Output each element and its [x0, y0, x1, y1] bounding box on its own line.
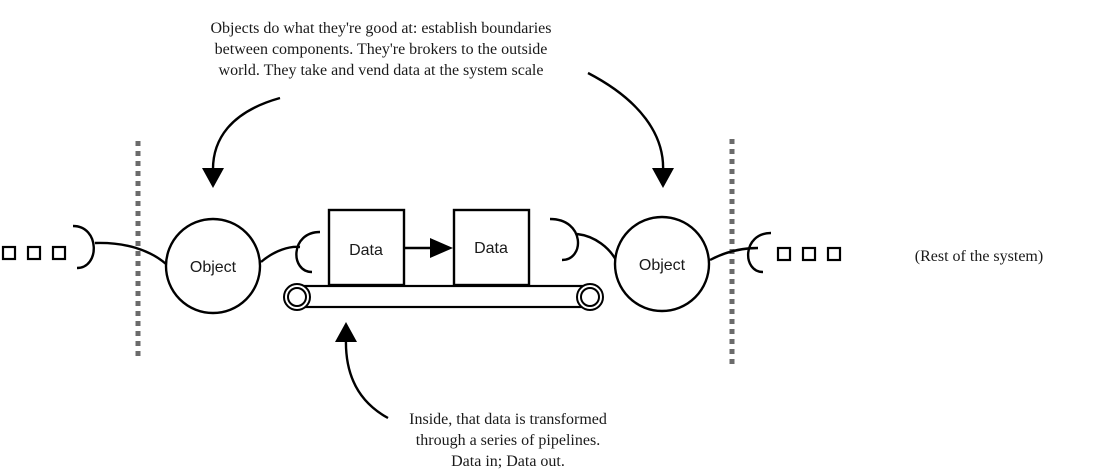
boundary-dot: [135, 191, 141, 196]
boundary-dot: [135, 201, 141, 206]
boundary-dot: [729, 309, 735, 314]
boundary-dot: [135, 351, 141, 356]
boundary-dot: [729, 259, 735, 264]
left-socket: [72, 224, 95, 270]
conveyor-roller-right-inner: [580, 287, 600, 307]
boundary-dot: [135, 221, 141, 226]
left-callout-arrow: [202, 96, 281, 188]
top-annotation: Objects do what they're good at: establi…: [210, 20, 551, 79]
boundary-dot: [135, 281, 141, 286]
transform-arrow: [404, 238, 453, 258]
boundary-dot: [729, 279, 735, 284]
boundary-dot: [729, 359, 735, 364]
boundary-dot: [135, 211, 141, 216]
outside-element-square: [801, 246, 817, 262]
arrowhead-icon: [335, 322, 357, 342]
bottom-annotation-line-1: Inside, that data is transformed: [409, 411, 607, 428]
bottom-annotation-line-3: Data in; Data out.: [451, 453, 565, 470]
boundary-dot: [729, 299, 735, 304]
right-object-node: Object: [613, 215, 711, 313]
boundary-dot: [135, 251, 141, 256]
outside-element-square: [51, 245, 67, 261]
outside-element-square: [826, 246, 842, 262]
conveyor-roller-left-inner: [287, 287, 307, 307]
boundary-dot: [729, 289, 735, 294]
left-boundary-line: [135, 141, 141, 356]
data-box-2: Data: [452, 208, 531, 287]
boundary-dot: [729, 199, 735, 204]
bottom-annotation-line-2: through a series of pipelines.: [416, 432, 600, 449]
boundary-dot: [135, 231, 141, 236]
data-box-1: Data: [327, 208, 406, 287]
outside-element-square: [1, 245, 17, 261]
boundary-dot: [729, 229, 735, 234]
boundary-dot: [135, 331, 141, 336]
right-callout-arrow: [587, 71, 674, 188]
left-object-label: Object: [190, 259, 237, 276]
top-annotation-line-3: world. They take and vend data at the sy…: [219, 62, 544, 79]
boundary-dot: [729, 179, 735, 184]
rest-of-system-label: (Rest of the system): [915, 248, 1043, 265]
pipeline-left-socket: [295, 230, 321, 274]
boundary-dot: [729, 269, 735, 274]
arrowhead-icon: [652, 168, 674, 188]
arrowhead-icon: [430, 238, 453, 258]
left-connector: [94, 241, 167, 265]
outside-element-square: [26, 245, 42, 261]
right-connector: [709, 246, 759, 262]
pipeline-right-socket: [549, 217, 579, 262]
boundary-dot: [135, 291, 141, 296]
boundary-dot: [135, 161, 141, 166]
boundary-dot: [729, 329, 735, 334]
right-socket: [747, 231, 772, 274]
boundary-dot: [729, 149, 735, 154]
boundary-dot: [135, 261, 141, 266]
data-box-2-label: Data: [474, 240, 508, 257]
boundary-dot: [729, 319, 735, 324]
right-outside-elements: [776, 246, 842, 262]
boundary-dot: [729, 169, 735, 174]
top-annotation-line-1: Objects do what they're good at: establi…: [210, 20, 551, 37]
right-object-label: Object: [639, 257, 686, 274]
boundary-dot: [729, 239, 735, 244]
boundary-dot: [135, 241, 141, 246]
boundary-dot: [135, 171, 141, 176]
boundary-dot: [729, 159, 735, 164]
boundary-dot: [135, 311, 141, 316]
boundary-dot: [135, 141, 141, 146]
boundary-dot: [135, 181, 141, 186]
boundary-dot: [135, 301, 141, 306]
boundary-dot: [135, 271, 141, 276]
boundary-dot: [729, 339, 735, 344]
pipeline-conveyor: [283, 283, 604, 311]
boundary-dot: [135, 321, 141, 326]
boundary-dot: [135, 151, 141, 156]
arrowhead-icon: [202, 168, 224, 188]
left-object-node: Object: [164, 217, 262, 315]
boundary-dot: [729, 219, 735, 224]
boundary-dot: [729, 189, 735, 194]
object-to-pipeline-connector: [260, 245, 301, 263]
boundary-dot: [729, 209, 735, 214]
boundary-dot: [729, 349, 735, 354]
left-outside-elements: [1, 245, 67, 261]
boundary-dot: [729, 139, 735, 144]
data-box-1-label: Data: [349, 242, 383, 259]
boundary-dot: [135, 341, 141, 346]
pipeline-to-object-connector: [576, 232, 619, 263]
outside-element-square: [776, 246, 792, 262]
bottom-callout-arrow: [335, 322, 389, 420]
bottom-annotation: Inside, that data is transformed through…: [409, 411, 607, 470]
top-annotation-line-2: between components. They're brokers to t…: [215, 41, 548, 58]
